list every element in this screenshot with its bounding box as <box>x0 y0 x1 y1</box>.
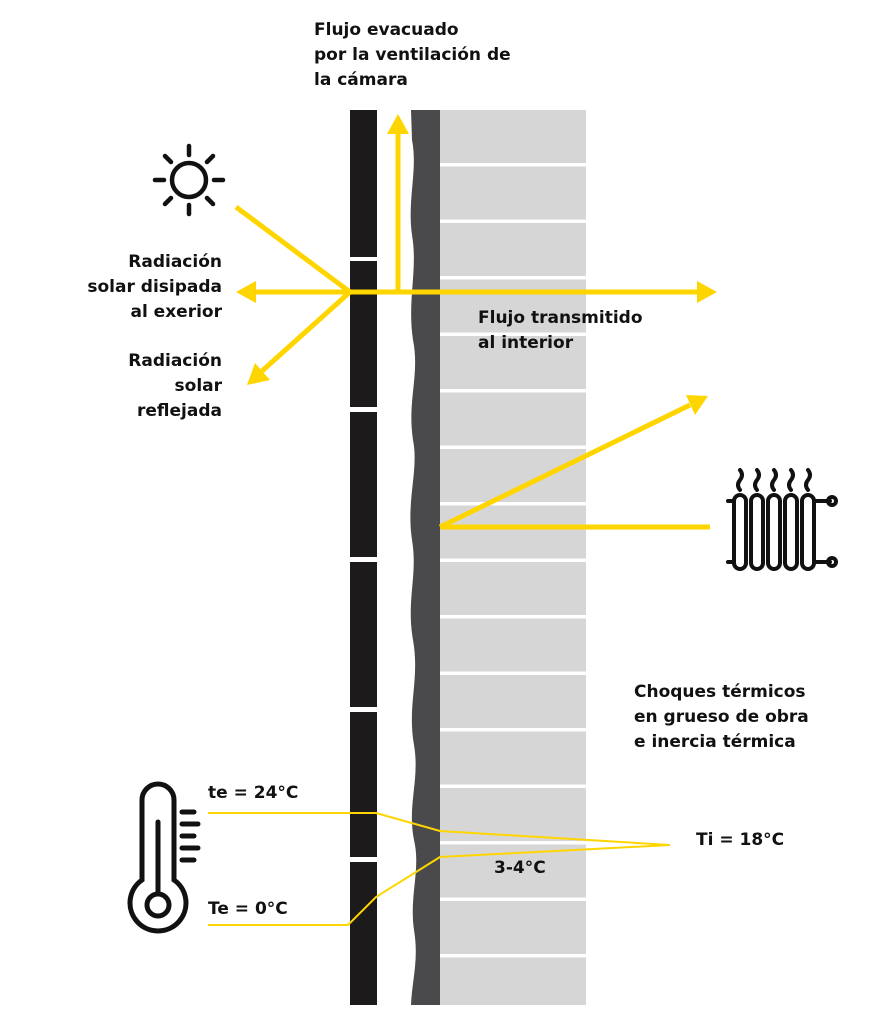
brick-course <box>440 336 586 389</box>
label-te-24: te = 24°C <box>208 783 299 803</box>
label-flujo-evacuado: Flujo evacuado por la ventilación de la … <box>314 20 511 90</box>
solar-incidence-ray <box>234 204 352 295</box>
label-delta-t: 3-4°C <box>494 858 546 878</box>
ventilated-facade-panels <box>350 110 377 1005</box>
brick-course <box>440 957 586 1005</box>
insulation-layer <box>410 110 440 1005</box>
label-ti-18: Ti = 18°C <box>696 830 785 850</box>
arrow-head-down-left <box>247 363 270 385</box>
label-radiacion-disipada: Radiación solar disipada al exerior <box>87 252 222 322</box>
arrow-head-left <box>236 281 256 303</box>
brick-course <box>440 392 586 446</box>
arrow-heads <box>236 114 717 415</box>
facade-panel <box>350 562 377 707</box>
label-flujo-transmitido: Flujo transmitido al interior <box>478 308 643 353</box>
label-choques-termicos: Choques térmicos en grueso de obra e ine… <box>634 682 809 752</box>
radiator-icon <box>726 468 838 571</box>
facade-panel <box>350 862 377 1005</box>
reflected-radiation-arrow <box>260 290 352 373</box>
te-24-line <box>208 812 671 846</box>
sun-icon <box>152 143 226 217</box>
brick-wall <box>440 110 586 1005</box>
te-0-line <box>208 844 671 926</box>
brick-course <box>440 618 586 672</box>
brick-course <box>440 279 586 333</box>
brick-course <box>440 562 586 615</box>
heat-flow-arrows <box>234 130 710 530</box>
brick-course <box>440 110 586 163</box>
facade-panel <box>350 110 377 257</box>
arrow-head-up <box>387 114 409 134</box>
arrow-head-right <box>697 281 717 303</box>
facade-panel <box>350 712 377 857</box>
brick-course <box>440 505 586 559</box>
facade-panel <box>350 412 377 557</box>
facade-panel <box>350 261 377 407</box>
thermometer-icon <box>127 781 201 934</box>
radiator-to-wall-line <box>438 402 692 530</box>
brick-course <box>440 166 586 220</box>
brick-course <box>440 675 586 728</box>
brick-course <box>440 731 586 785</box>
temperature-lines <box>208 812 671 926</box>
label-radiacion-reflejada: Radiación solar reflejada <box>128 351 222 421</box>
arrow-head-up-right <box>686 395 708 415</box>
brick-course <box>440 901 586 954</box>
brick-course <box>440 223 586 276</box>
label-te-0: Te = 0°C <box>208 899 288 919</box>
